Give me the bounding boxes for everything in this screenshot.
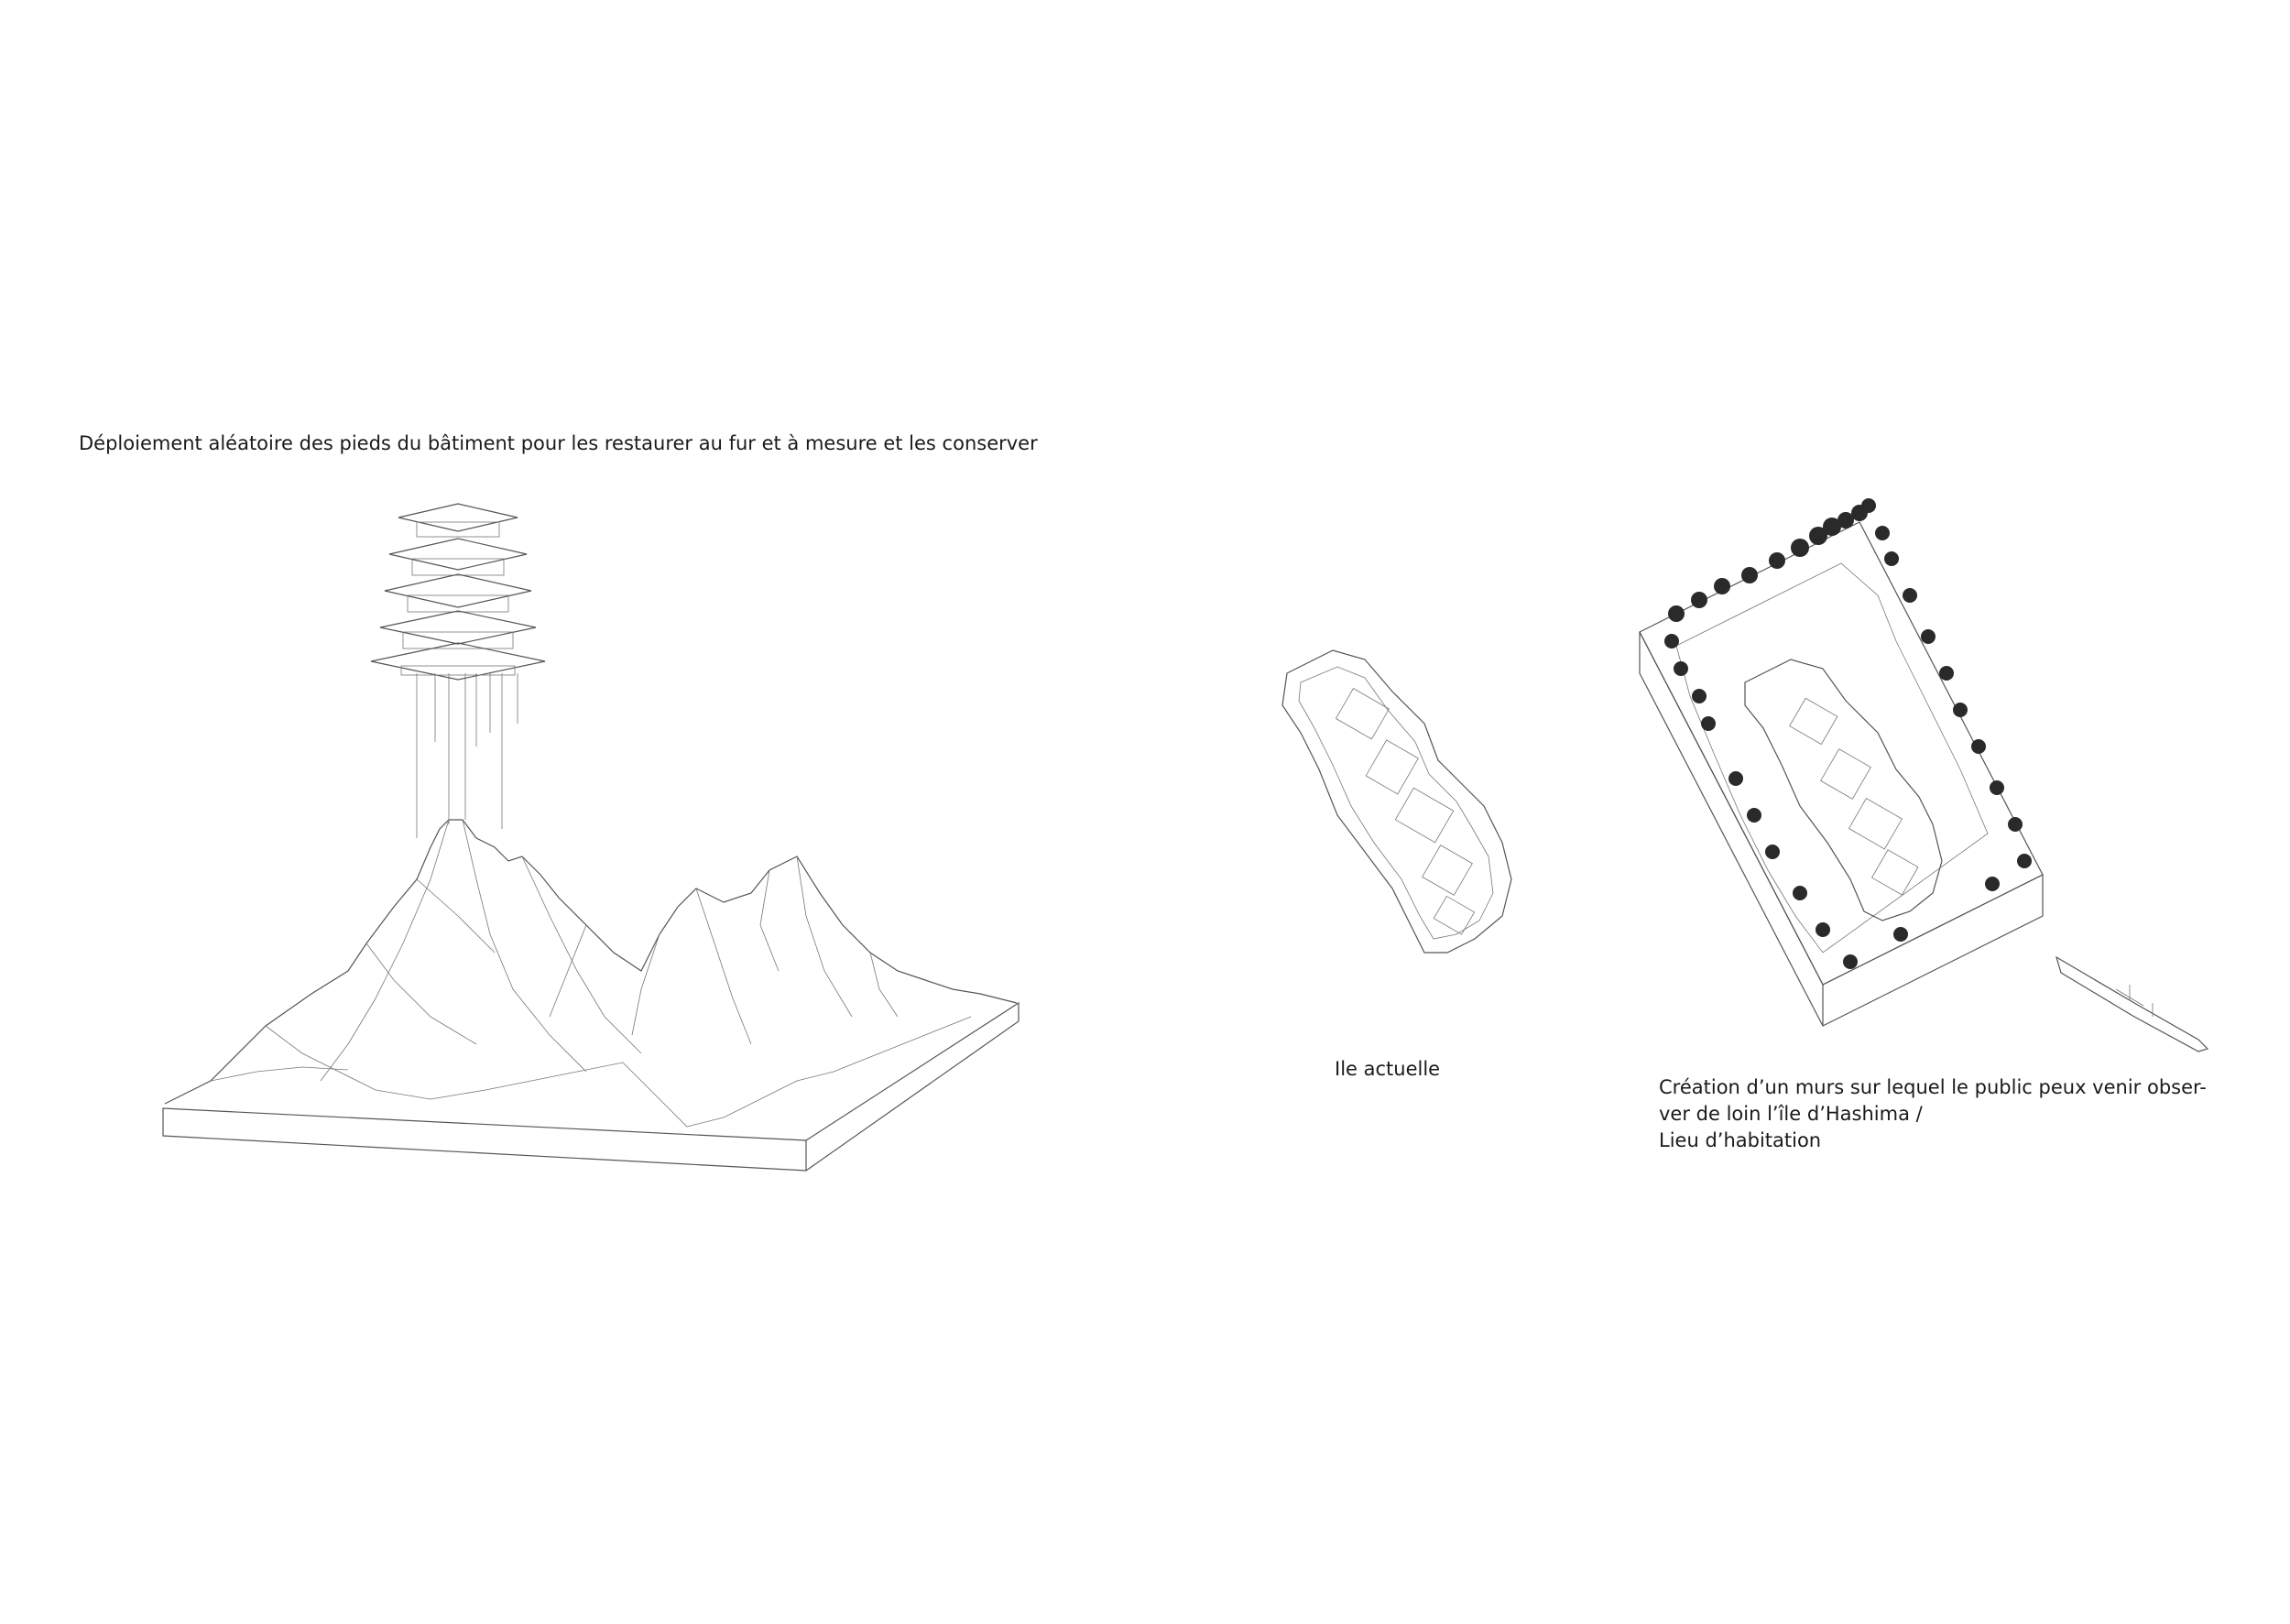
caption-wall-line-2: ver de loin l’île d’Hashima / (1659, 1103, 1923, 1125)
caption-ile-actuelle: Ile actuelle (1335, 1058, 1441, 1080)
caption-wall-habitation: Création d’un murs sur lequel le public … (1659, 1074, 2207, 1154)
pagoda-supports (416, 673, 518, 838)
pagoda (370, 503, 546, 681)
wall-enclosure-drawing (1639, 498, 2209, 1052)
enclosure-wall (1639, 521, 2044, 1027)
boat (2055, 955, 2209, 1052)
caption-wall-line-3: Lieu d’habitation (1659, 1129, 1822, 1151)
terrain-mountains (164, 819, 1018, 1128)
pagoda-terrain-drawing (162, 503, 1020, 1172)
pagoda-tier-4 (379, 610, 537, 649)
pagoda-tier-3 (384, 573, 532, 613)
pagoda-tier-1 (398, 503, 518, 538)
terrain-base (162, 1001, 1020, 1172)
current-island-drawing (1281, 649, 1512, 954)
pagoda-tier-5 (370, 642, 546, 681)
caption-wall-line-1: Création d’un murs sur lequel le public … (1659, 1076, 2207, 1098)
caption-pagoda-terrain: Déploiement aléatoire des pieds du bâtim… (79, 432, 1038, 454)
trees (1664, 498, 2032, 969)
enclosed-island (1744, 659, 1943, 921)
pagoda-tier-2 (388, 538, 528, 576)
